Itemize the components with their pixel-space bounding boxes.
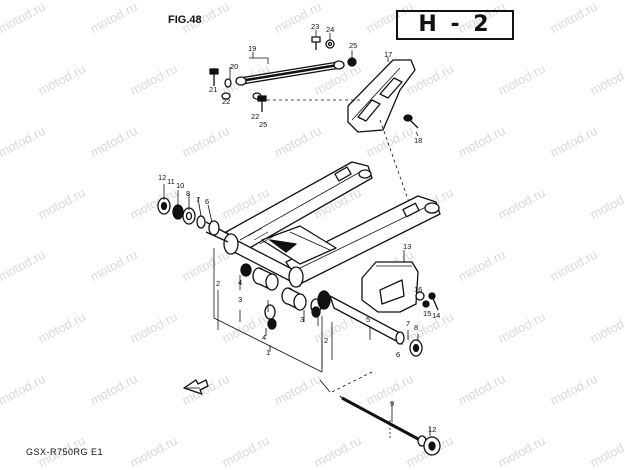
- collar-right: [409, 339, 423, 357]
- figure-title: FIG.48: [168, 14, 202, 26]
- callout-12b: 12: [428, 425, 436, 434]
- washer-20: [224, 78, 232, 88]
- bearing-set-upper: [240, 263, 279, 291]
- nut-22a: [221, 92, 231, 100]
- callout-22a: 22: [222, 97, 230, 106]
- washer-24: [325, 39, 335, 49]
- bolt-14: [428, 292, 439, 311]
- callout-24: 24: [326, 25, 334, 34]
- axle-bolt: [339, 395, 441, 456]
- callout-8a: 8: [186, 189, 190, 198]
- callout-23: 23: [311, 22, 319, 31]
- callout-13: 13: [403, 242, 411, 251]
- callout-7b: 7: [406, 319, 410, 328]
- callout-14: 14: [432, 311, 440, 320]
- callout-17: 17: [384, 50, 392, 59]
- callout-9: 9: [390, 399, 394, 408]
- bolt-25a: [347, 57, 357, 67]
- callout-6b: 6: [396, 350, 400, 359]
- washer-15: [422, 300, 430, 308]
- callout-2a: 2: [216, 279, 220, 288]
- callout-21: 21: [209, 85, 217, 94]
- chain-adjuster-plate: [361, 261, 419, 313]
- callout-15: 15: [423, 309, 431, 318]
- pivot-stack-left: [157, 197, 229, 243]
- callout-2b: 2: [324, 336, 328, 345]
- callout-12a: 12: [158, 173, 166, 182]
- callout-25a: 25: [349, 41, 357, 50]
- callout-7a: 7: [196, 195, 200, 204]
- bearing-set-lower: [264, 287, 331, 330]
- torque-link-rod: [235, 60, 345, 86]
- section-code: H - 2: [396, 10, 514, 40]
- callout-16: 16: [414, 285, 422, 294]
- callout-labels: 1 2 2 3 3 4 4 5 6 6 7 7 8 8 9 10 11 12 1…: [158, 22, 440, 434]
- callout-8b: 8: [414, 323, 418, 332]
- callout-18: 18: [414, 136, 422, 145]
- assembly-bracket: [213, 248, 373, 393]
- pivot-shaft: [329, 295, 405, 345]
- callout-25b: 25: [259, 120, 267, 129]
- model-code: GSX-R750RG E1: [26, 447, 104, 457]
- callout-19: 19: [248, 44, 256, 53]
- callout-11: 11: [167, 177, 175, 186]
- callout-22b: 22: [251, 112, 259, 121]
- callout-1: 1: [266, 348, 270, 357]
- callout-4b: 4: [262, 333, 266, 342]
- callout-6a: 6: [205, 197, 209, 206]
- bolt-16: [415, 291, 425, 301]
- screw-18: [403, 114, 419, 129]
- callout-3b: 3: [300, 315, 304, 324]
- swingarm: [223, 161, 441, 288]
- callout-20: 20: [230, 62, 238, 71]
- front-arrow-icon: [183, 379, 209, 395]
- callout-10: 10: [176, 181, 184, 190]
- callout-4a: 4: [238, 278, 242, 287]
- chain-guard: [347, 59, 416, 133]
- callout-3a: 3: [238, 295, 242, 304]
- bolt-23: [311, 36, 321, 50]
- callout-5: 5: [366, 315, 370, 324]
